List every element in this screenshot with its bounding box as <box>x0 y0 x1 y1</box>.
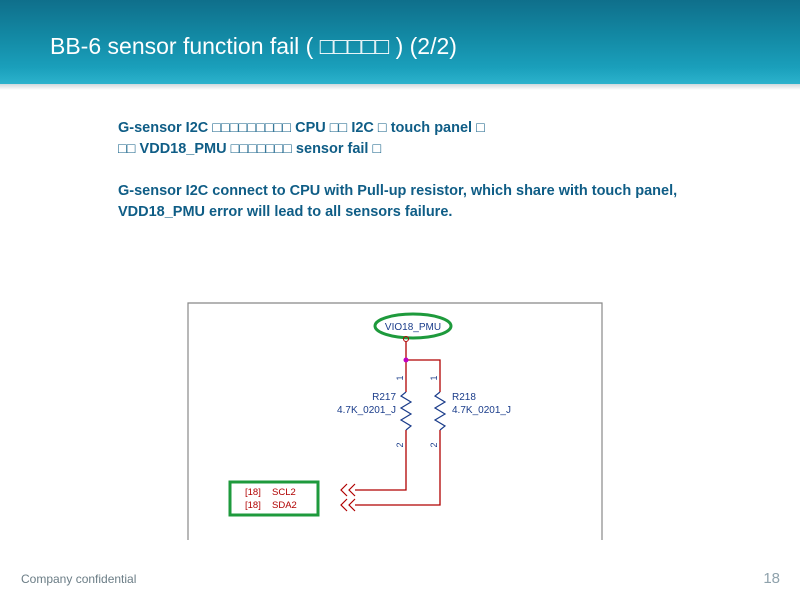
footer-confidential: Company confidential <box>21 572 137 586</box>
sda2-sheet-ref: [18] <box>245 500 261 511</box>
offpage-connectors <box>340 483 356 512</box>
power-pin <box>403 336 409 342</box>
r218-pin2: 2 <box>429 442 439 447</box>
resistor-r217-symbol <box>399 391 413 431</box>
schematic-frame <box>187 302 603 540</box>
schematic-diagram: VIO18_PMU 1 2 1 2 R217 4.7K_0201_J R218 … <box>187 302 603 540</box>
resistor-r218-symbol <box>433 391 447 431</box>
schematic-wires <box>355 342 441 506</box>
power-highlight-oval <box>373 312 453 340</box>
r218-ref: R218 <box>452 392 476 403</box>
paragraph-chinese: G-sensor I2C □□□□□□□□□ CPU □□ I2C □ touc… <box>118 118 588 160</box>
paragraph-chinese-line-1: G-sensor I2C □□□□□□□□□ CPU □□ I2C □ touc… <box>118 120 485 136</box>
power-net-label: VIO18_PMU <box>385 322 441 333</box>
paragraph-english: G-sensor I2C connect to CPU with Pull-up… <box>118 183 678 220</box>
r217-pin1: 1 <box>395 375 405 380</box>
signal-highlight-box <box>228 480 320 517</box>
r217-pin2: 2 <box>395 442 405 447</box>
r217-ref: R217 <box>372 392 396 403</box>
title-bar <box>0 0 800 84</box>
title-bar-shadow <box>0 84 800 90</box>
page-number: 18 <box>763 570 780 587</box>
slide-title: BB-6 sensor function fail ( □□□□□ ) (2/2… <box>50 33 457 59</box>
scl2-label: SCL2 <box>272 487 296 498</box>
junction-dot <box>403 357 409 363</box>
sda2-label: SDA2 <box>272 500 297 511</box>
r217-value: 4.7K_0201_J <box>337 405 396 416</box>
paragraph-chinese-line-2: □□ VDD18_PMU □□□□□□□ sensor fail □ <box>118 141 382 157</box>
r218-pin1: 1 <box>429 375 439 380</box>
r218-value: 4.7K_0201_J <box>452 405 511 416</box>
scl2-sheet-ref: [18] <box>245 487 261 498</box>
